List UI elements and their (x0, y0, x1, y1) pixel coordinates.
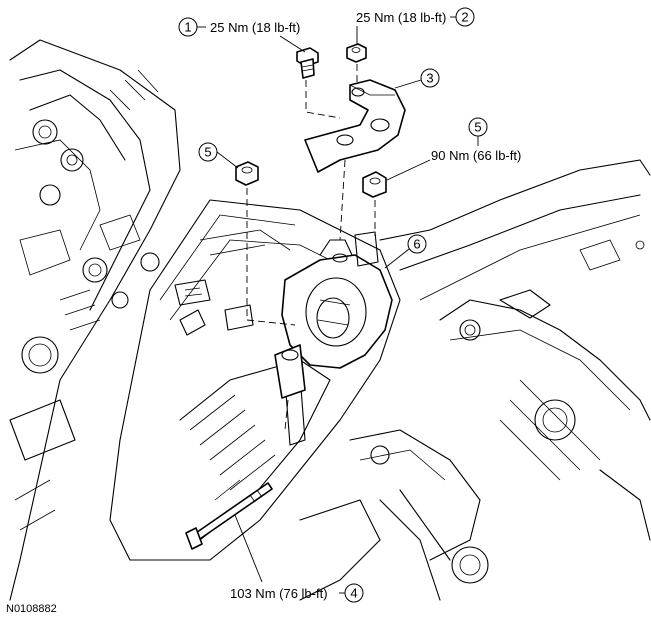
alignment-lines (246, 64, 376, 431)
callout-2-number: 2 (461, 10, 468, 25)
callout-3: 3 (394, 68, 440, 89)
engine-block-illustration (9, 39, 651, 601)
callout-2-torque: 25 Nm (18 lb-ft) (356, 10, 446, 25)
callout-4: 103 Nm (76 lb-ft) 4 (230, 514, 364, 603)
engine-mount-6 (274, 231, 393, 399)
callout-2: 25 Nm (18 lb-ft) 2 (356, 7, 475, 44)
through-bolt-4 (185, 482, 273, 550)
callout-5-left-number: 5 (204, 145, 211, 160)
nut-5-left (235, 161, 259, 186)
callout-5-right: 5 90 Nm (66 lb-ft) (386, 117, 521, 181)
callout-5-left: 5 (198, 142, 239, 169)
callout-4-number: 4 (350, 586, 357, 601)
nut-5-right (362, 171, 387, 198)
nut-2 (346, 43, 367, 63)
callout-3-number: 3 (426, 71, 433, 86)
callout-1: 1 25 Nm (18 lb-ft) (178, 17, 306, 53)
mount-bracket-3 (304, 79, 406, 173)
callout-6: 6 (384, 234, 427, 269)
callout-4-torque: 103 Nm (76 lb-ft) (230, 586, 328, 601)
callout-5-right-number: 5 (474, 120, 481, 135)
figure-id: N0108882 (6, 603, 57, 615)
callout-6-number: 6 (413, 237, 420, 252)
bolt-1 (296, 47, 319, 79)
callout-1-number: 1 (184, 20, 191, 35)
callout-1-torque: 25 Nm (18 lb-ft) (210, 20, 300, 35)
callout-5-right-torque: 90 Nm (66 lb-ft) (431, 148, 521, 163)
